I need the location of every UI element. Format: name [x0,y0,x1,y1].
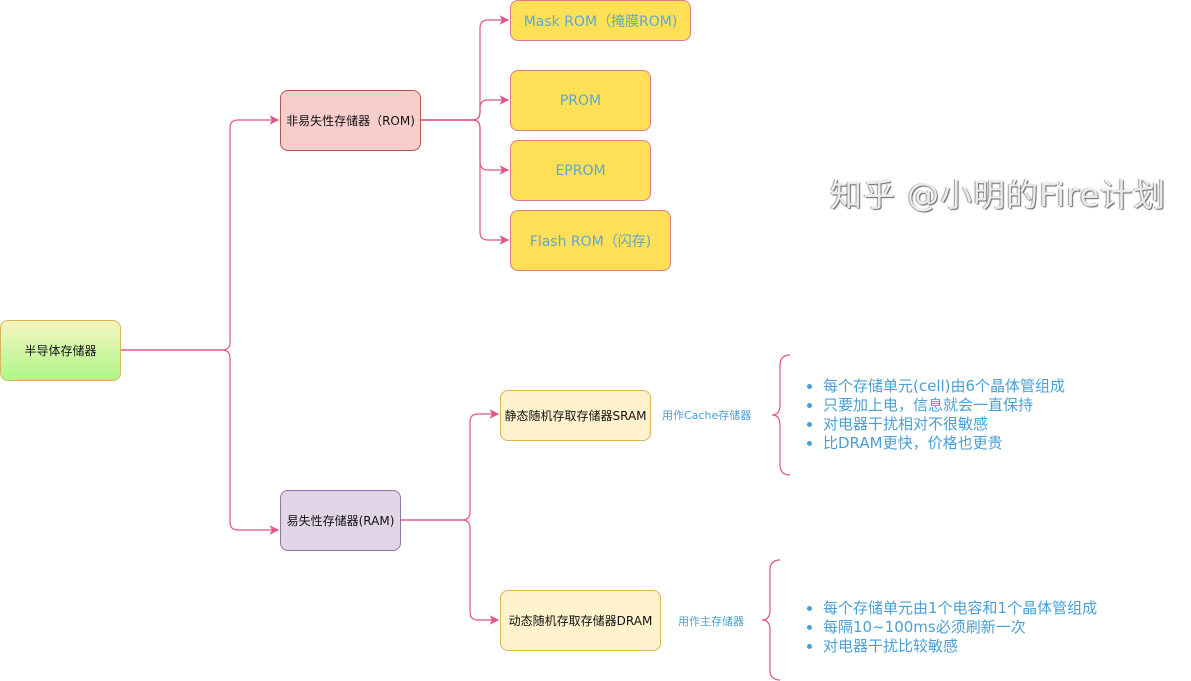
flash-rom-node[interactable]: Flash ROM（闪存) [510,210,671,271]
sram-label: 静态随机存取存储器SRAM [504,409,647,423]
note: 对电器干扰比较敏感 [823,637,1097,656]
note: 每隔10~100ms必须刷新一次 [823,618,1097,637]
brace-dram [761,559,781,681]
edge-root-rom [120,115,280,351]
brace-sram [771,354,791,476]
edge-rom-mask [420,15,510,121]
dram-label: 动态随机存取存储器DRAM [508,614,653,628]
note: 比DRAM更快，价格也更贵 [823,434,1065,453]
prom-label: PROM [559,92,602,109]
note: 每个存储单元(cell)由6个晶体管组成 [823,377,1065,396]
eprom-label: EPROM [555,162,606,179]
root-label: 半导体存储器 [24,344,97,358]
note: 对电器干扰相对不很敏感 [823,415,1065,434]
sram-usage-label: 用作Cache存储器 [662,409,752,422]
edge-rom-eprom [420,119,510,175]
prom-node[interactable]: PROM [510,70,651,131]
flash-rom-label: Flash ROM（闪存) [529,233,652,250]
rom-label: 非易失性存储器（ROM) [286,114,415,128]
dram-notes: 每个存储单元由1个电容和1个晶体管组成 每隔10~100ms必须刷新一次 对电器… [805,599,1097,656]
sram-node[interactable]: 静态随机存取存储器SRAM [500,390,651,441]
rom-node[interactable]: 非易失性存储器（ROM) [280,90,421,151]
dram-usage-label: 用作主存储器 [678,615,744,628]
sram-notes: 每个存储单元(cell)由6个晶体管组成 只要加上电，信息就会一直保持 对电器干… [805,377,1065,453]
edge-ram-sram [400,409,500,521]
mask-rom-label: Mask ROM（掩膜ROM) [523,13,678,30]
edge-rom-prom [420,95,510,121]
eprom-node[interactable]: EPROM [510,140,651,201]
mask-rom-node[interactable]: Mask ROM（掩膜ROM) [510,0,691,41]
edge-rom-flash [420,119,510,245]
note: 只要加上电，信息就会一直保持 [823,396,1065,415]
watermark: 知乎 @小明的Fire计划 [830,176,1167,214]
root-node[interactable]: 半导体存储器 [0,320,121,381]
dram-node[interactable]: 动态随机存取存储器DRAM [500,590,661,651]
edge-ram-dram [400,519,500,625]
edge-root-ram [120,349,280,535]
note: 每个存储单元由1个电容和1个晶体管组成 [823,599,1097,618]
ram-label: 易失性存储器(RAM) [286,514,395,528]
ram-node[interactable]: 易失性存储器(RAM) [280,490,401,551]
